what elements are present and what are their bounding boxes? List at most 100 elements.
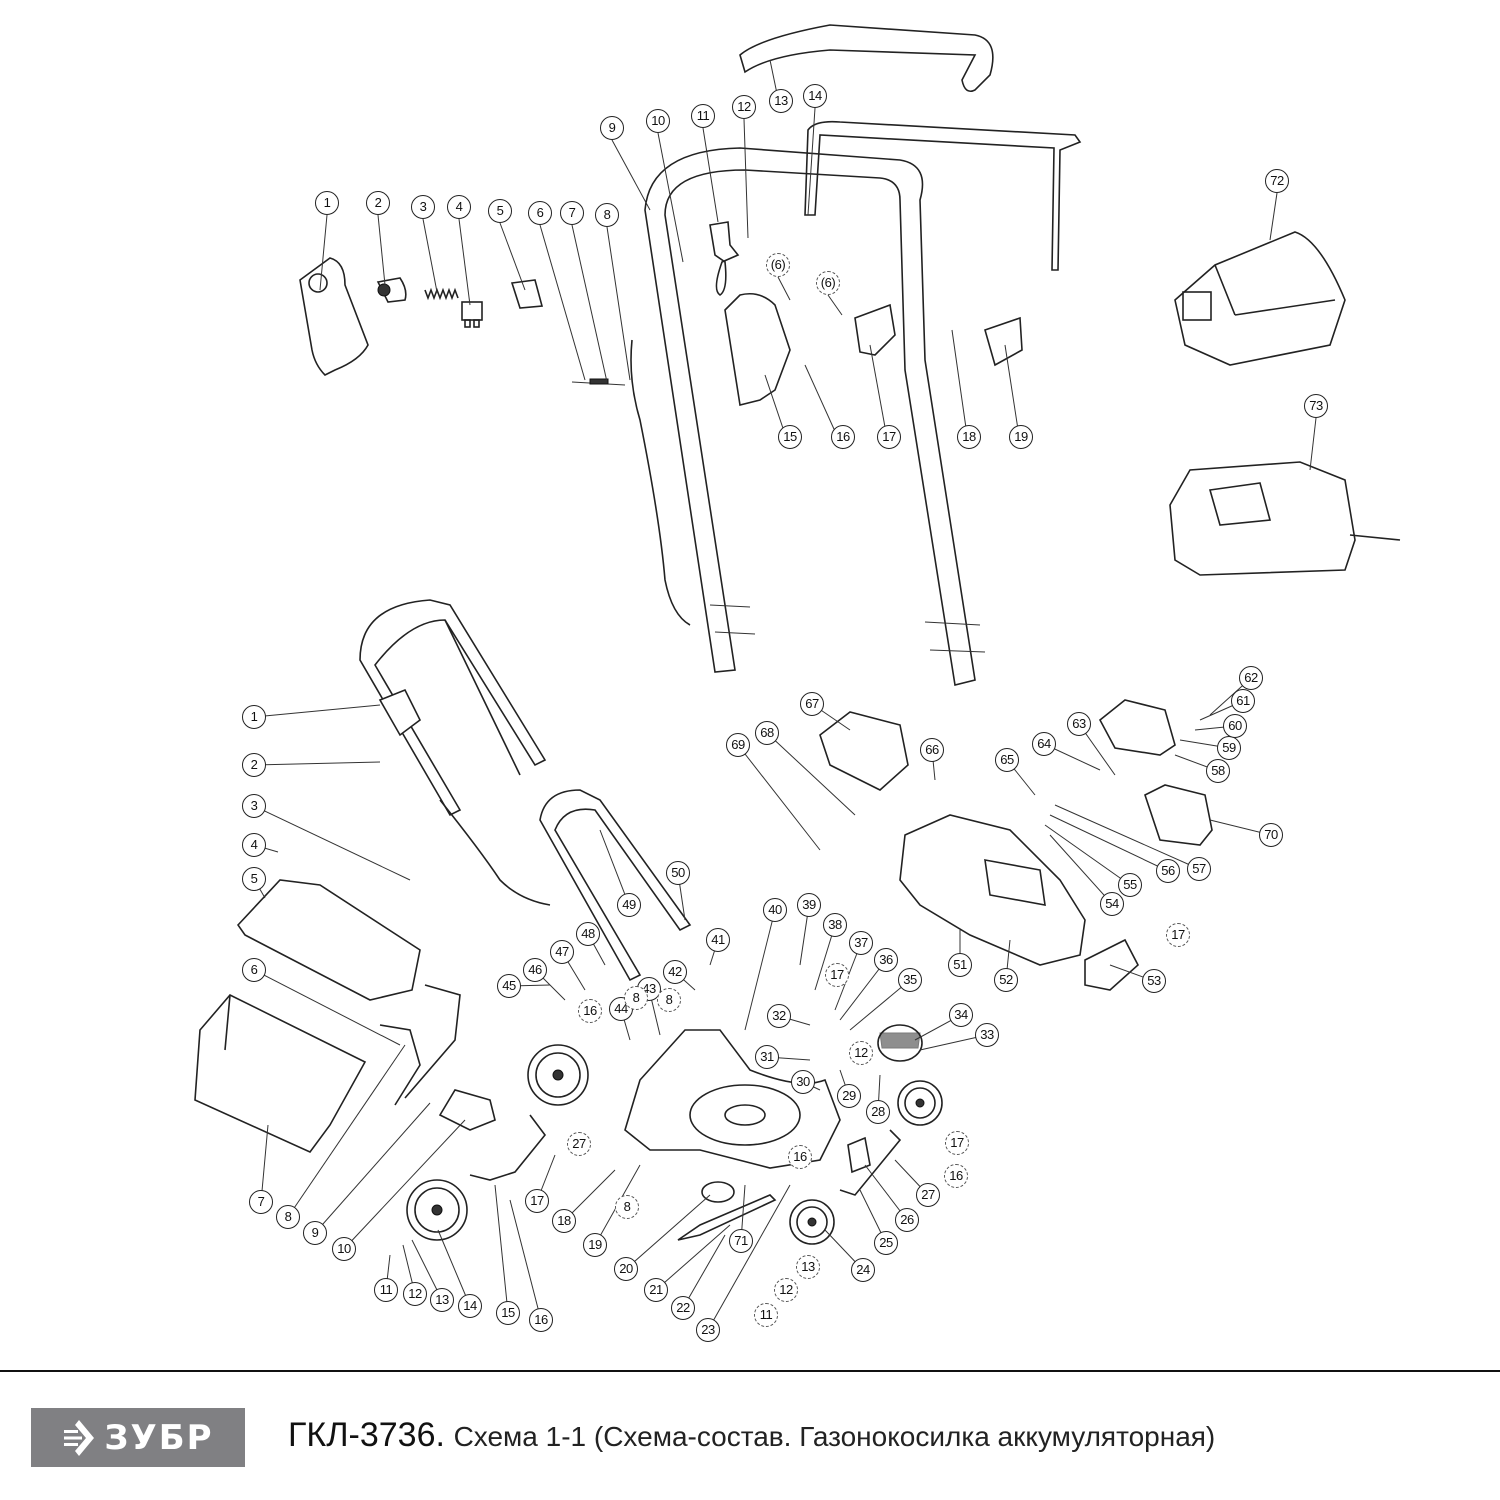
switch-housing-cover bbox=[299, 257, 369, 376]
leader-line bbox=[611, 139, 651, 211]
callout-lower-27: 27 bbox=[916, 1183, 940, 1207]
leader-line bbox=[1049, 834, 1113, 905]
lever-clip bbox=[984, 316, 1023, 367]
title-block: ЗУБР ГКЛ-3736. Схема 1-1 (Схема-состав. … bbox=[0, 1372, 1500, 1500]
callout-lower-16: 16 bbox=[529, 1308, 553, 1332]
plate bbox=[510, 279, 544, 309]
callout-lower-33: 33 bbox=[975, 1023, 999, 1047]
callout-lower-26: 26 bbox=[895, 1208, 919, 1232]
brand-logo: ЗУБР bbox=[31, 1408, 245, 1467]
leader-line bbox=[319, 214, 328, 291]
callout-lower-24: 24 bbox=[851, 1258, 875, 1282]
callout-upper-12: 12 bbox=[732, 95, 756, 119]
callout-lower-60: 60 bbox=[1223, 714, 1247, 738]
leader-line bbox=[314, 1102, 431, 1234]
callout-lower-62: 62 bbox=[1239, 666, 1263, 690]
leader-line bbox=[253, 761, 381, 766]
callout-charger: 73 bbox=[1304, 394, 1328, 418]
callout-upper-10: 10 bbox=[646, 109, 670, 133]
motor-cover bbox=[1098, 699, 1176, 756]
footer-divider bbox=[0, 1370, 1500, 1372]
callout-lower-71: 71 bbox=[729, 1229, 753, 1253]
callout-lower-5: 5 bbox=[242, 867, 266, 891]
callout-lower-31: 31 bbox=[755, 1045, 779, 1069]
callout-reference-8: 8 bbox=[657, 988, 681, 1012]
callout-reference-12: 12 bbox=[849, 1041, 873, 1065]
callout-lower-30: 30 bbox=[791, 1070, 815, 1094]
front-wheel-left bbox=[527, 1044, 589, 1106]
switch-knob bbox=[376, 277, 407, 303]
callout-lower-10: 10 bbox=[332, 1237, 356, 1261]
leader-line bbox=[509, 1199, 542, 1321]
callout-reference-17: 17 bbox=[945, 1131, 969, 1155]
callout-lower-17: 17 bbox=[525, 1189, 549, 1213]
leader-line bbox=[437, 1229, 471, 1307]
leader-line bbox=[253, 704, 381, 718]
callout-lower-29: 29 bbox=[837, 1084, 861, 1108]
lower-handle bbox=[359, 599, 547, 817]
callout-lower-7: 7 bbox=[249, 1190, 273, 1214]
leader-line bbox=[1269, 192, 1278, 241]
callout-upper-16: 16 bbox=[831, 425, 855, 449]
document-title: ГКЛ-3736. Схема 1-1 (Схема-состав. Газон… bbox=[288, 1416, 1215, 1455]
callout-upper-6: (6) bbox=[766, 253, 790, 277]
battery-compartment bbox=[1144, 784, 1213, 846]
leader-line bbox=[287, 1044, 406, 1218]
callout-lower-21: 21 bbox=[644, 1278, 668, 1302]
leader-line bbox=[539, 224, 586, 381]
callout-lower-41: 41 bbox=[706, 928, 730, 952]
callout-lower-12: 12 bbox=[403, 1282, 427, 1306]
callout-upper-6: (6) bbox=[816, 271, 840, 295]
callout-lower-42: 42 bbox=[663, 960, 687, 984]
spring bbox=[424, 287, 459, 301]
leader-line bbox=[377, 214, 386, 286]
leader-line bbox=[743, 118, 749, 239]
leader-line bbox=[422, 218, 438, 293]
callout-lower-50: 50 bbox=[666, 861, 690, 885]
leader-line bbox=[253, 805, 411, 881]
motor bbox=[877, 1024, 923, 1062]
callout-reference-27: 27 bbox=[567, 1132, 591, 1156]
callout-lower-49: 49 bbox=[617, 893, 641, 917]
leader-line bbox=[657, 132, 684, 263]
callout-lower-25: 25 bbox=[874, 1231, 898, 1255]
callout-upper-11: 11 bbox=[691, 104, 715, 128]
callout-lower-47: 47 bbox=[550, 940, 574, 964]
callout-upper-8: 8 bbox=[595, 203, 619, 227]
callout-lower-38: 38 bbox=[823, 913, 847, 937]
callout-lower-11: 11 bbox=[374, 1278, 398, 1302]
motor-housing bbox=[899, 814, 1086, 966]
leader-line bbox=[494, 1184, 509, 1314]
callout-battery-pack: 72 bbox=[1265, 169, 1289, 193]
bail-lever-bar bbox=[804, 120, 1082, 271]
side-chute bbox=[1084, 938, 1139, 991]
callout-upper-14: 14 bbox=[803, 84, 827, 108]
callout-lower-1: 1 bbox=[242, 705, 266, 729]
callout-lower-40: 40 bbox=[763, 898, 787, 922]
leader-line bbox=[807, 107, 816, 216]
callout-lower-35: 35 bbox=[898, 968, 922, 992]
callout-lower-34: 34 bbox=[949, 1003, 973, 1027]
callout-reference-8: 8 bbox=[624, 986, 648, 1010]
callout-reference-11: 11 bbox=[754, 1303, 778, 1327]
hook bbox=[709, 221, 740, 296]
leader-line bbox=[702, 127, 719, 223]
callout-reference-17: 17 bbox=[1166, 923, 1190, 947]
callout-lower-55: 55 bbox=[1118, 873, 1142, 897]
battery-cover bbox=[236, 879, 421, 1001]
callout-upper-9: 9 bbox=[600, 116, 624, 140]
callout-lower-65: 65 bbox=[995, 748, 1019, 772]
callout-lower-46: 46 bbox=[523, 958, 547, 982]
leader-line bbox=[571, 224, 608, 383]
callout-upper-18: 18 bbox=[957, 425, 981, 449]
battery-pack-drawing bbox=[1174, 231, 1346, 366]
brand-name: ЗУБР bbox=[104, 1417, 214, 1458]
leader-line bbox=[777, 276, 791, 301]
upper-handle-frame bbox=[644, 147, 986, 686]
leader-line bbox=[625, 1194, 711, 1270]
callout-lower-8: 8 bbox=[276, 1205, 300, 1229]
callout-lower-67: 67 bbox=[800, 692, 824, 716]
control-box-half bbox=[724, 292, 791, 406]
callout-lower-36: 36 bbox=[874, 948, 898, 972]
